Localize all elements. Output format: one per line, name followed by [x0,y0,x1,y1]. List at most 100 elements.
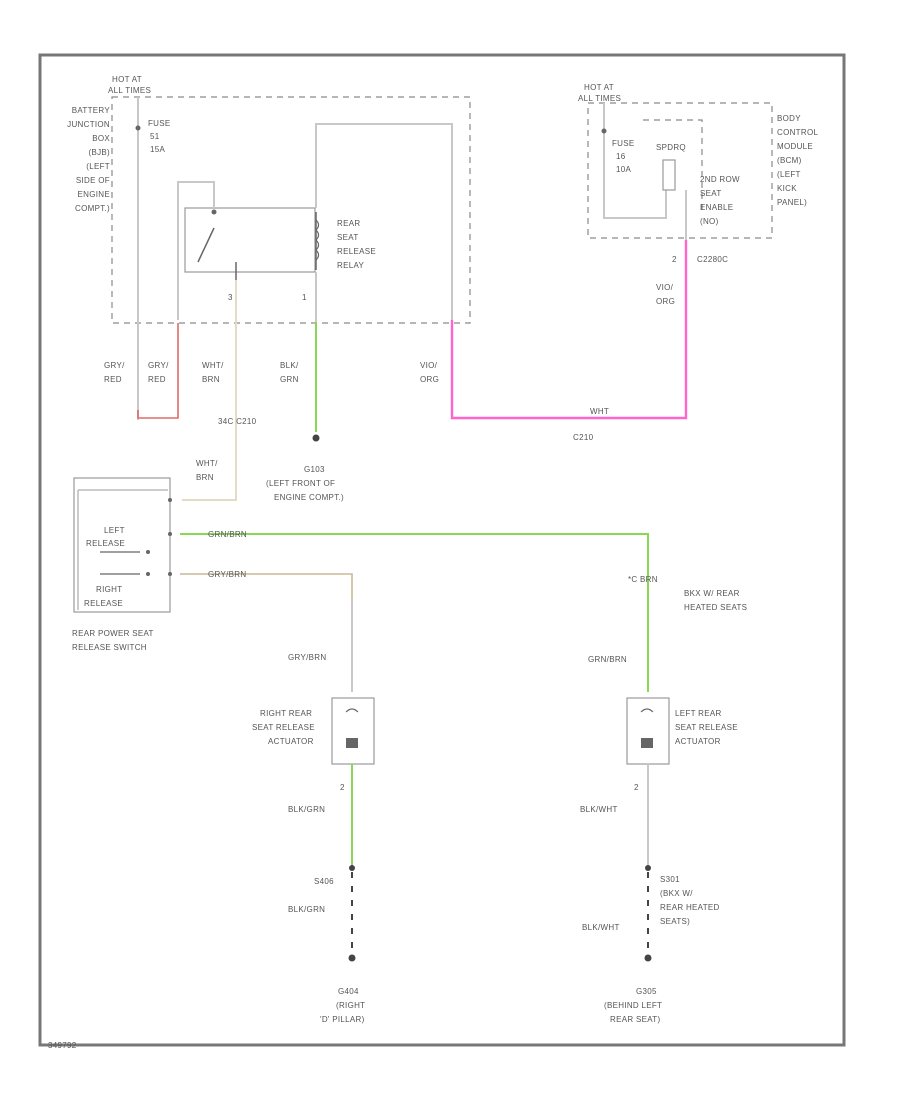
relay-name-0: REAR [337,219,360,228]
bcm-label-6: PANEL) [777,198,807,207]
left-act-pin: 2 [634,783,639,792]
relay-coil-winding-icon [315,219,320,261]
switch-pin-right-icon [168,572,172,576]
bcm-wire-top-1: ORG [656,297,675,306]
relay-pin-a: 3 [228,293,233,302]
vio-org-wire [450,240,688,420]
rear-power-seat-release-switch: LEFT RELEASE RIGHT RELEASE REAR POWER SE… [72,477,172,652]
right-act-wire-after: BLK/GRN [288,905,325,914]
bjb-hot-times: ALL TIMES [108,86,151,95]
left-ground-2: REAR SEAT) [610,1015,660,1024]
switch-right-label-0: RIGHT [96,585,122,594]
switch-right-pole-icon [146,572,150,576]
bjb-dashed-outline [111,96,471,324]
gry-red-2-a: GRY/ [148,361,169,370]
wht-brn-2-a: WHT/ [196,459,218,468]
wht-brn-wire [182,280,237,501]
ground-g103-label-2: ENGINE COMPT.) [274,493,344,502]
bcm-hot-times: ALL TIMES [578,94,621,103]
switch-pin-feed-icon [168,498,172,502]
bjb-label-0: BATTERY [72,106,111,115]
left-act-note-0: S301 [660,875,680,884]
relay-pin-b: 1 [302,293,307,302]
right-act-pin: 2 [340,783,345,792]
bjb-label-7: COMPT.) [75,204,110,213]
switch-name-1: RELEASE SWITCH [72,643,147,652]
switch-inner-outline [77,489,168,610]
fuse-51-label-0: FUSE [148,119,171,128]
fuse-51-icon [135,125,141,131]
bcm-label-5: KICK [777,184,797,193]
diagram-frame [38,53,846,1047]
left-act-note-1: (BKX W/ [660,889,693,898]
bjb-label-1: JUNCTION [67,120,110,129]
bcm-hot-at: HOT AT [584,83,614,92]
relay-name-1: SEAT [337,233,359,242]
rear-seat-release-relay-box [184,207,316,273]
right-act-splice: S406 [314,877,334,886]
switch-name-0: REAR POWER SEAT [72,629,154,638]
switch-right-label-1: RELEASE [84,599,123,608]
switch-pin-left-icon [168,532,172,536]
switch-left-pole-icon [146,550,150,554]
connector-c210: C210 [573,433,594,442]
body-control-module: HOT AT ALL TIMES FUSE 16 10A SPDRQ 2ND R… [578,83,818,306]
fuse-51-label-1: 51 [150,132,160,141]
ground-g103-label-0: G103 [304,465,325,474]
switch-left-label-0: LEFT [104,526,125,535]
fuse-16-label-2: 10A [616,165,631,174]
gry-red-2-b: RED [148,375,166,384]
left-act-note-2: REAR HEATED [660,903,720,912]
ground-g404-icon [348,954,356,962]
wht-brn-a: WHT/ [202,361,224,370]
bjb-label-6: ENGINE [78,190,110,199]
bcm-fuse-wire [603,103,667,219]
relay-terminal-icon [211,209,217,215]
fuse-16-label-0: FUSE [612,139,635,148]
wht-brn-2-b: BRN [196,473,214,482]
left-act-name-2: ACTUATOR [675,737,721,746]
bcm-dashed-outline [587,102,773,239]
left-rear-seat-release-actuator: GRN/BRN LEFT REAR SEAT RELEASE ACTUATOR … [580,655,738,1024]
right-act-name-0: RIGHT REAR [260,709,312,718]
right-act-wire-bottom: BLK/GRN [288,805,325,814]
wires-top: GRY/ RED GRY/ RED WHT/ BRN BLK/ GRN VIO/… [104,240,688,502]
bcm-label-2: MODULE [777,142,813,151]
bcm-wire-top-0: VIO/ [656,283,674,292]
bcm-label-4: (LEFT [777,170,801,179]
right-actuator-motor-icon [346,738,358,748]
right-rear-seat-release-actuator: GRY/BRN RIGHT REAR SEAT RELEASE ACTUATOR… [252,653,375,1024]
bjb-label-3: (BJB) [89,148,111,157]
bcm-module-text-2: ENABLE [700,203,733,212]
bcm-internal-dashed [643,119,703,212]
relay-coil-feed-wire [315,123,453,320]
blk-grn-a: BLK/ [280,361,299,370]
heated-connector: *C BRN [628,575,658,584]
wht-brn-b: BRN [202,375,220,384]
fuse-51-label-2: 15A [150,145,165,154]
switch-left-label-1: RELEASE [86,539,125,548]
bcm-module-text-3: (NO) [700,217,719,226]
splice-label: WHT [590,407,609,416]
relay-name-3: RELAY [337,261,365,270]
splice-s406-icon [349,865,355,871]
left-actuator-box [626,697,670,765]
frame-id: 349792 [48,1041,77,1050]
left-act-wire-top: GRN/BRN [588,655,627,664]
bcm-connector: C2280C [697,255,728,264]
right-act-name-2: ACTUATOR [268,737,314,746]
ground-g103-label-1: (LEFT FRONT OF [266,479,335,488]
left-act-note-3: SEATS) [660,917,690,926]
gry-red-wire-loop [137,323,179,419]
bcm-label-3: (BCM) [777,156,802,165]
left-ground-0: G305 [636,987,657,996]
gry-red-1-b: RED [104,375,122,384]
vio-org-b: ORG [420,375,439,384]
bjb-label-4: (LEFT [86,162,110,171]
switch-wire-left: GRN/BRN [208,530,247,539]
vio-org-a: VIO/ [420,361,438,370]
bcm-driver-icon [662,159,676,191]
left-actuator-contact-icon [640,708,654,713]
bjb-label-2: BOX [92,134,110,143]
